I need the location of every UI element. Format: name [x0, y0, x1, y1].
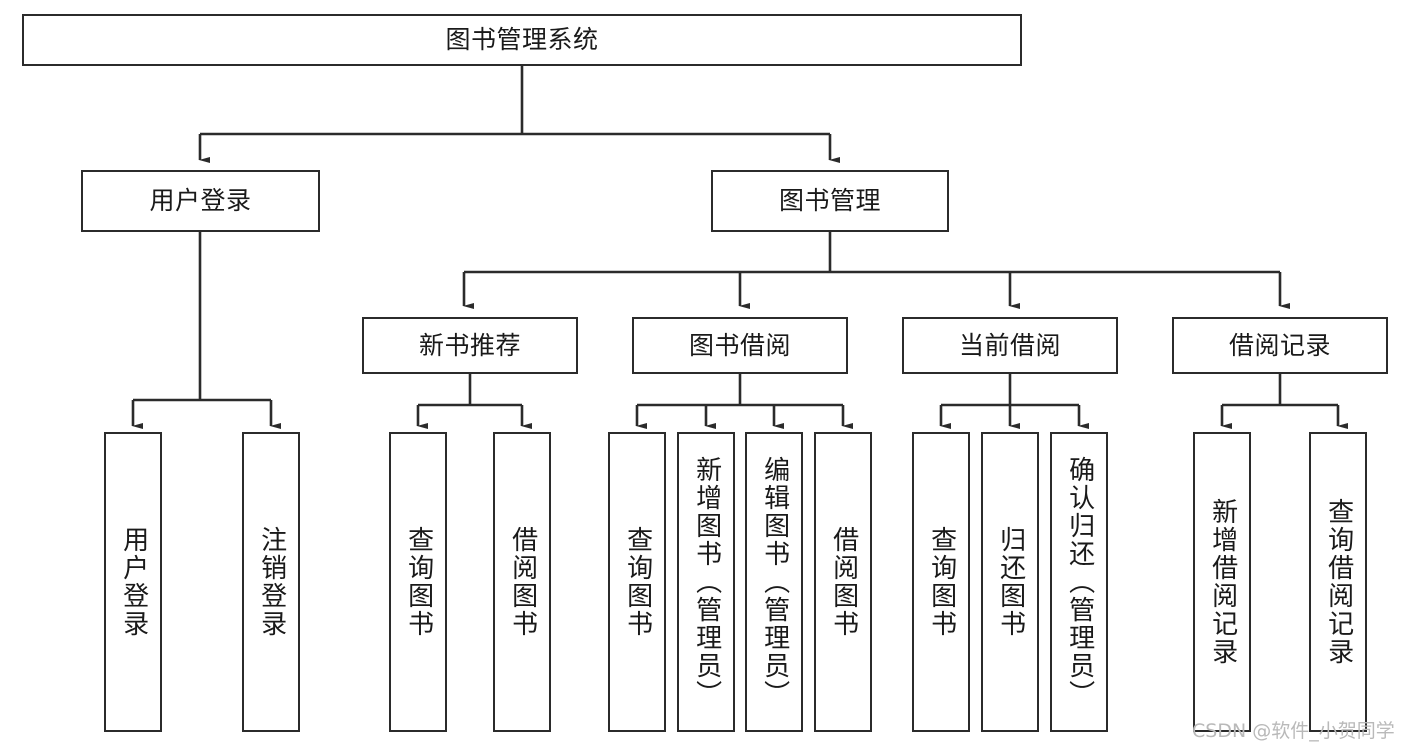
- watermark-text: CSDN @软件_小贺同学: [1192, 720, 1395, 742]
- leaf-book-borrow-add[interactable]: 新增图书（管理员）: [677, 432, 735, 732]
- node-label: 查询借阅记录: [1323, 498, 1354, 666]
- leaf-current-borrow-confirm-return[interactable]: 确认归还（管理员）: [1050, 432, 1108, 732]
- node-borrowing-records[interactable]: 借阅记录: [1172, 317, 1388, 374]
- node-label: 查询图书: [622, 526, 653, 638]
- leaf-book-borrow-borrow[interactable]: 借阅图书: [814, 432, 872, 732]
- node-label: 借阅图书: [507, 526, 538, 638]
- leaf-user-login-login[interactable]: 用户登录: [104, 432, 162, 732]
- leaf-new-book-query[interactable]: 查询图书: [389, 432, 447, 732]
- node-book-management[interactable]: 图书管理: [711, 170, 949, 232]
- leaf-borrow-record-query[interactable]: 查询借阅记录: [1309, 432, 1367, 732]
- node-label: 图书管理系统: [445, 25, 599, 55]
- leaf-new-book-borrow[interactable]: 借阅图书: [493, 432, 551, 732]
- node-root-book-management-system[interactable]: 图书管理系统: [22, 14, 1022, 66]
- node-label: 查询图书: [926, 526, 957, 638]
- node-label: 图书管理: [778, 186, 881, 216]
- leaf-book-borrow-query[interactable]: 查询图书: [608, 432, 666, 732]
- node-book-borrowing[interactable]: 图书借阅: [632, 317, 848, 374]
- node-label: 新增图书（管理员）: [691, 456, 722, 708]
- node-label: 编辑图书（管理员）: [759, 456, 790, 708]
- node-label: 新增借阅记录: [1207, 498, 1238, 666]
- node-new-book-recommendation[interactable]: 新书推荐: [362, 317, 578, 374]
- node-label: 当前借阅: [958, 330, 1061, 360]
- leaf-current-borrow-return[interactable]: 归还图书: [981, 432, 1039, 732]
- node-label: 图书借阅: [688, 330, 791, 360]
- node-label: 用户登录: [118, 526, 149, 638]
- node-user-login[interactable]: 用户登录: [81, 170, 320, 232]
- leaf-current-borrow-query[interactable]: 查询图书: [912, 432, 970, 732]
- node-label: 借阅图书: [828, 526, 859, 638]
- node-label: 用户登录: [149, 186, 252, 216]
- node-label: 借阅记录: [1228, 330, 1331, 360]
- node-label: 查询图书: [403, 526, 434, 638]
- node-label: 注销登录: [256, 526, 287, 638]
- node-current-borrowing[interactable]: 当前借阅: [902, 317, 1118, 374]
- node-label: 新书推荐: [418, 330, 521, 360]
- node-label: 归还图书: [995, 526, 1026, 638]
- node-label: 确认归还（管理员）: [1064, 456, 1095, 708]
- leaf-user-login-logout[interactable]: 注销登录: [242, 432, 300, 732]
- leaf-book-borrow-edit[interactable]: 编辑图书（管理员）: [745, 432, 803, 732]
- leaf-borrow-record-add[interactable]: 新增借阅记录: [1193, 432, 1251, 732]
